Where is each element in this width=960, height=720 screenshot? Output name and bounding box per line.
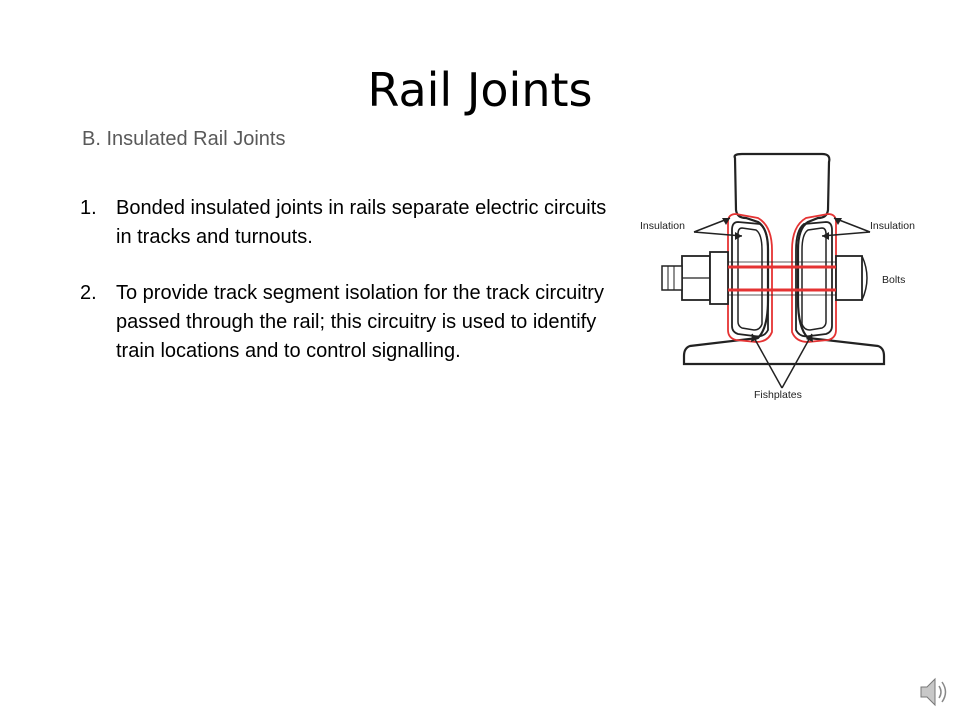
list-item: 1. Bonded insulated joints in rails sepa… [80, 194, 625, 252]
slide-subtitle: B. Insulated Rail Joints [82, 128, 286, 150]
left-fishplate-inner [737, 227, 763, 331]
bolt-thread [661, 265, 683, 291]
label-insulation-right: Insulation [870, 220, 915, 232]
list-number: 1. [80, 197, 97, 219]
speaker-icon[interactable] [918, 674, 952, 710]
list-item: 2. To provide track segment isolation fo… [80, 279, 625, 366]
list-text: Bonded insulated joints in rails separat… [116, 197, 607, 248]
label-fishplates: Fishplates [754, 389, 802, 401]
rail-joint-diagram: Insulation Insulation Bolts Fishplates [640, 152, 915, 401]
bullet-list: 1. Bonded insulated joints in rails sepa… [80, 194, 625, 393]
bolt-head-dome [861, 255, 868, 301]
slide-title: Rail Joints [367, 63, 593, 117]
bolt-head [835, 255, 863, 301]
label-bolts: Bolts [882, 274, 905, 286]
list-text: To provide track segment isolation for t… [116, 282, 604, 362]
list-number: 2. [80, 282, 97, 304]
bolt-washer [709, 251, 729, 305]
label-insulation-left: Insulation [640, 220, 685, 232]
arrow-heads [722, 218, 842, 342]
right-fishplate-inner [801, 227, 827, 331]
